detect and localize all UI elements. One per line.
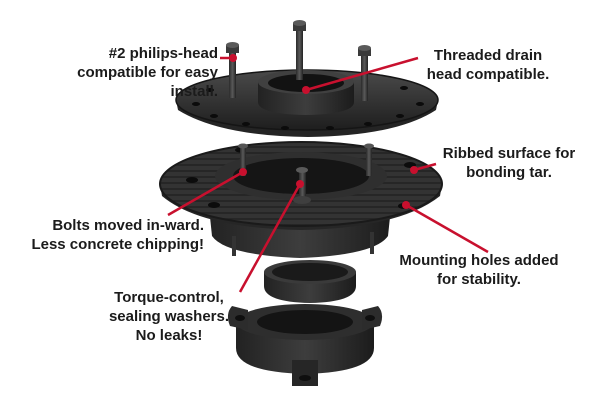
leader-dot-bolts-inward: [239, 168, 247, 176]
callout-bolts-inward: Bolts moved in-ward. Less concrete chipp…: [31, 217, 204, 253]
leader-threaded-drain: [305, 56, 419, 92]
leader-bolts-inward: [167, 170, 244, 217]
callout-torque-control: Torque-control, sealing washers. No leak…: [108, 289, 230, 344]
leader-dot-philips-head: [229, 54, 237, 62]
leader-dot-ribbed-surface: [410, 166, 418, 174]
leader-mounting-holes: [405, 203, 489, 254]
gasket-ring: [264, 260, 356, 303]
philips-head-bolts: [226, 20, 371, 101]
top-drain-ring: [175, 69, 439, 137]
leader-dot-torque-control: [296, 180, 304, 188]
callout-mounting-holes: Mounting holes added for stability.: [399, 252, 559, 288]
leader-lines: [167, 54, 489, 293]
callout-philips-head: #2 philips-head compatible for easy inst…: [77, 45, 218, 100]
callout-ribbed-surface: Ribbed surface for bonding tar.: [442, 145, 576, 181]
leader-dot-mounting-holes: [402, 201, 410, 209]
callout-threaded-drain: Threaded drain head compatible.: [426, 47, 550, 83]
bottom-collar: [227, 304, 383, 386]
leader-torque-control: [238, 183, 302, 293]
leader-dot-threaded-drain: [302, 86, 310, 94]
